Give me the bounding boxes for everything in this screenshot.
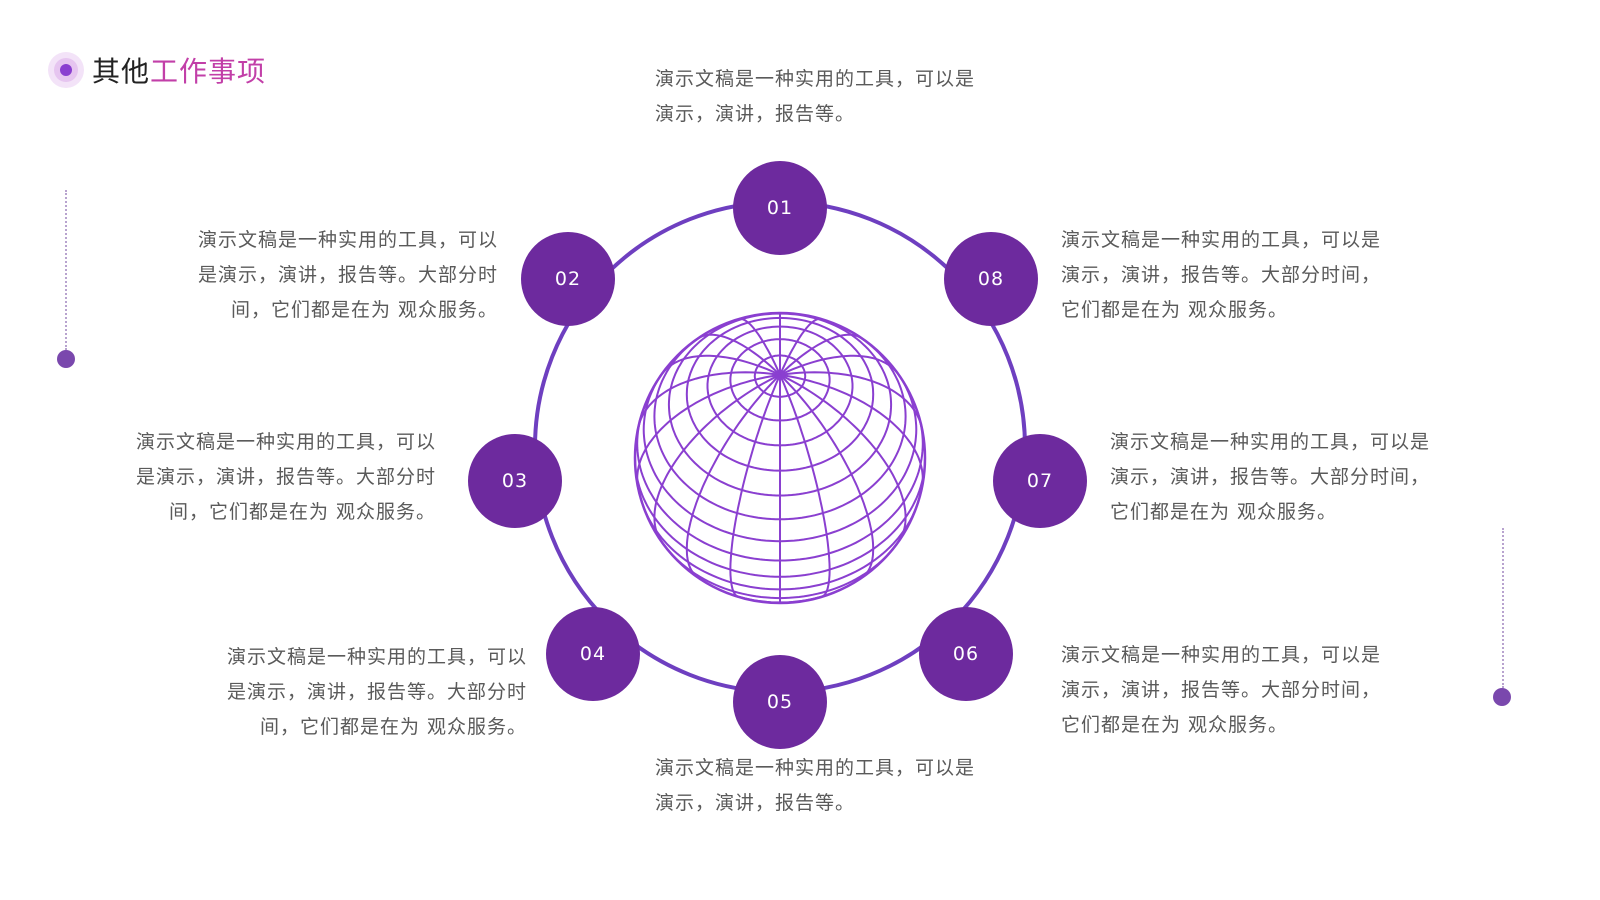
node-06: 06 (919, 607, 1013, 701)
globe-parallel (653, 328, 907, 521)
globe-parallel (636, 410, 924, 562)
globe-meridian (729, 374, 781, 598)
text-block-04: 演示文稿是一种实用的工具，可以 是演示，演讲，报告等。大部分时 间，它们都是在为… (227, 640, 527, 745)
globe-meridian (738, 317, 781, 376)
text-line: 演示文稿是一种实用的工具，可以是 (1061, 644, 1382, 666)
globe-meridian (637, 371, 781, 430)
text-line: 它们都是在为 观众服务。 (1061, 299, 1289, 321)
node-08: 08 (944, 232, 1038, 326)
text-block-05: 演示文稿是一种实用的工具，可以是 演示，演讲，报告等。 (655, 751, 975, 821)
text-block-03: 演示文稿是一种实用的工具，可以 是演示，演讲，报告等。大部分时 间，它们都是在为… (136, 425, 436, 530)
title-part-2: 工作事项 (150, 55, 267, 88)
text-line: 它们都是在为 观众服务。 (1061, 714, 1289, 736)
text-line: 演示文稿是一种实用的工具，可以 (197, 229, 498, 251)
node-label: 06 (952, 643, 980, 665)
node-07: 07 (993, 434, 1087, 528)
globe-meridian (779, 373, 907, 543)
text-line: 演示文稿是一种实用的工具，可以是 (1110, 431, 1431, 453)
node-05: 05 (733, 655, 827, 749)
text-line: 演示文稿是一种实用的工具，可以是 (655, 68, 976, 90)
text-line: 演示，演讲，报告等。大部分时间， (1061, 264, 1382, 286)
title-part-1: 其他 (92, 55, 151, 88)
right-deco-dot (1493, 688, 1511, 706)
text-line: 演示，演讲，报告等。 (655, 103, 856, 125)
globe-meridian (779, 374, 831, 598)
text-line: 演示文稿是一种实用的工具，可以 (135, 431, 436, 453)
text-line: 演示文稿是一种实用的工具，可以是 (655, 757, 976, 779)
node-label: 01 (766, 197, 794, 219)
text-block-02: 演示文稿是一种实用的工具，可以 是演示，演讲，报告等。大部分时 间，它们都是在为… (198, 223, 498, 328)
right-dotted-line (1502, 528, 1504, 688)
globe-parallel (661, 541, 899, 600)
globe-meridian (779, 354, 901, 377)
node-label: 04 (579, 643, 607, 665)
node-03: 03 (468, 434, 562, 528)
globe-parallel (702, 579, 858, 604)
globe-meridian (779, 371, 923, 430)
globe-icon (633, 311, 927, 605)
text-line: 演示文稿是一种实用的工具，可以 (226, 646, 527, 668)
text-block-06: 演示文稿是一种实用的工具，可以是 演示，演讲，报告等。大部分时间， 它们都是在为… (1061, 638, 1381, 743)
node-label: 05 (766, 691, 794, 713)
globe-meridian (779, 374, 875, 579)
title-bullet-icon (48, 52, 84, 88)
left-dotted-line (65, 190, 67, 350)
globe-meridian (697, 333, 781, 376)
node-label: 07 (1026, 470, 1054, 492)
text-line: 间，它们都是在为 观众服务。 (168, 501, 436, 523)
text-line: 间，它们都是在为 观众服务。 (259, 716, 527, 738)
globe-meridian (779, 373, 924, 491)
globe-parallel (640, 500, 920, 591)
globe-meridian (779, 317, 822, 376)
globe-meridian (685, 374, 781, 579)
node-label: 02 (554, 268, 582, 290)
node-01: 01 (733, 161, 827, 255)
globe-meridian (653, 373, 781, 543)
page-title: 其他工作事项 (48, 48, 266, 92)
text-block-07: 演示文稿是一种实用的工具，可以是 演示，演讲，报告等。大部分时间， 它们都是在为… (1110, 425, 1430, 530)
node-02: 02 (521, 232, 615, 326)
text-line: 间，它们都是在为 观众服务。 (230, 299, 498, 321)
text-line: 是演示，演讲，报告等。大部分时 (197, 264, 498, 286)
text-line: 是演示，演讲，报告等。大部分时 (135, 466, 436, 488)
text-line: 演示，演讲，报告等。大部分时间， (1110, 466, 1431, 488)
text-line: 它们都是在为 观众服务。 (1110, 501, 1338, 523)
globe-meridian (659, 354, 781, 377)
text-line: 是演示，演讲，报告等。大部分时 (226, 681, 527, 703)
node-label: 03 (501, 470, 529, 492)
node-04: 04 (546, 607, 640, 701)
globe-parallel (634, 457, 926, 578)
globe-meridian (636, 373, 781, 491)
text-block-01: 演示文稿是一种实用的工具，可以是 演示，演讲，报告等。 (655, 62, 975, 132)
text-line: 演示，演讲，报告等。大部分时间， (1061, 679, 1382, 701)
left-deco-dot (57, 350, 75, 368)
title-text: 其他工作事项 (92, 50, 266, 90)
node-label: 08 (977, 268, 1005, 290)
text-block-08: 演示文稿是一种实用的工具，可以是 演示，演讲，报告等。大部分时间， 它们都是在为… (1061, 223, 1381, 328)
globe-meridian (779, 333, 863, 376)
text-line: 演示，演讲，报告等。 (655, 792, 856, 814)
text-line: 演示文稿是一种实用的工具，可以是 (1061, 229, 1382, 251)
